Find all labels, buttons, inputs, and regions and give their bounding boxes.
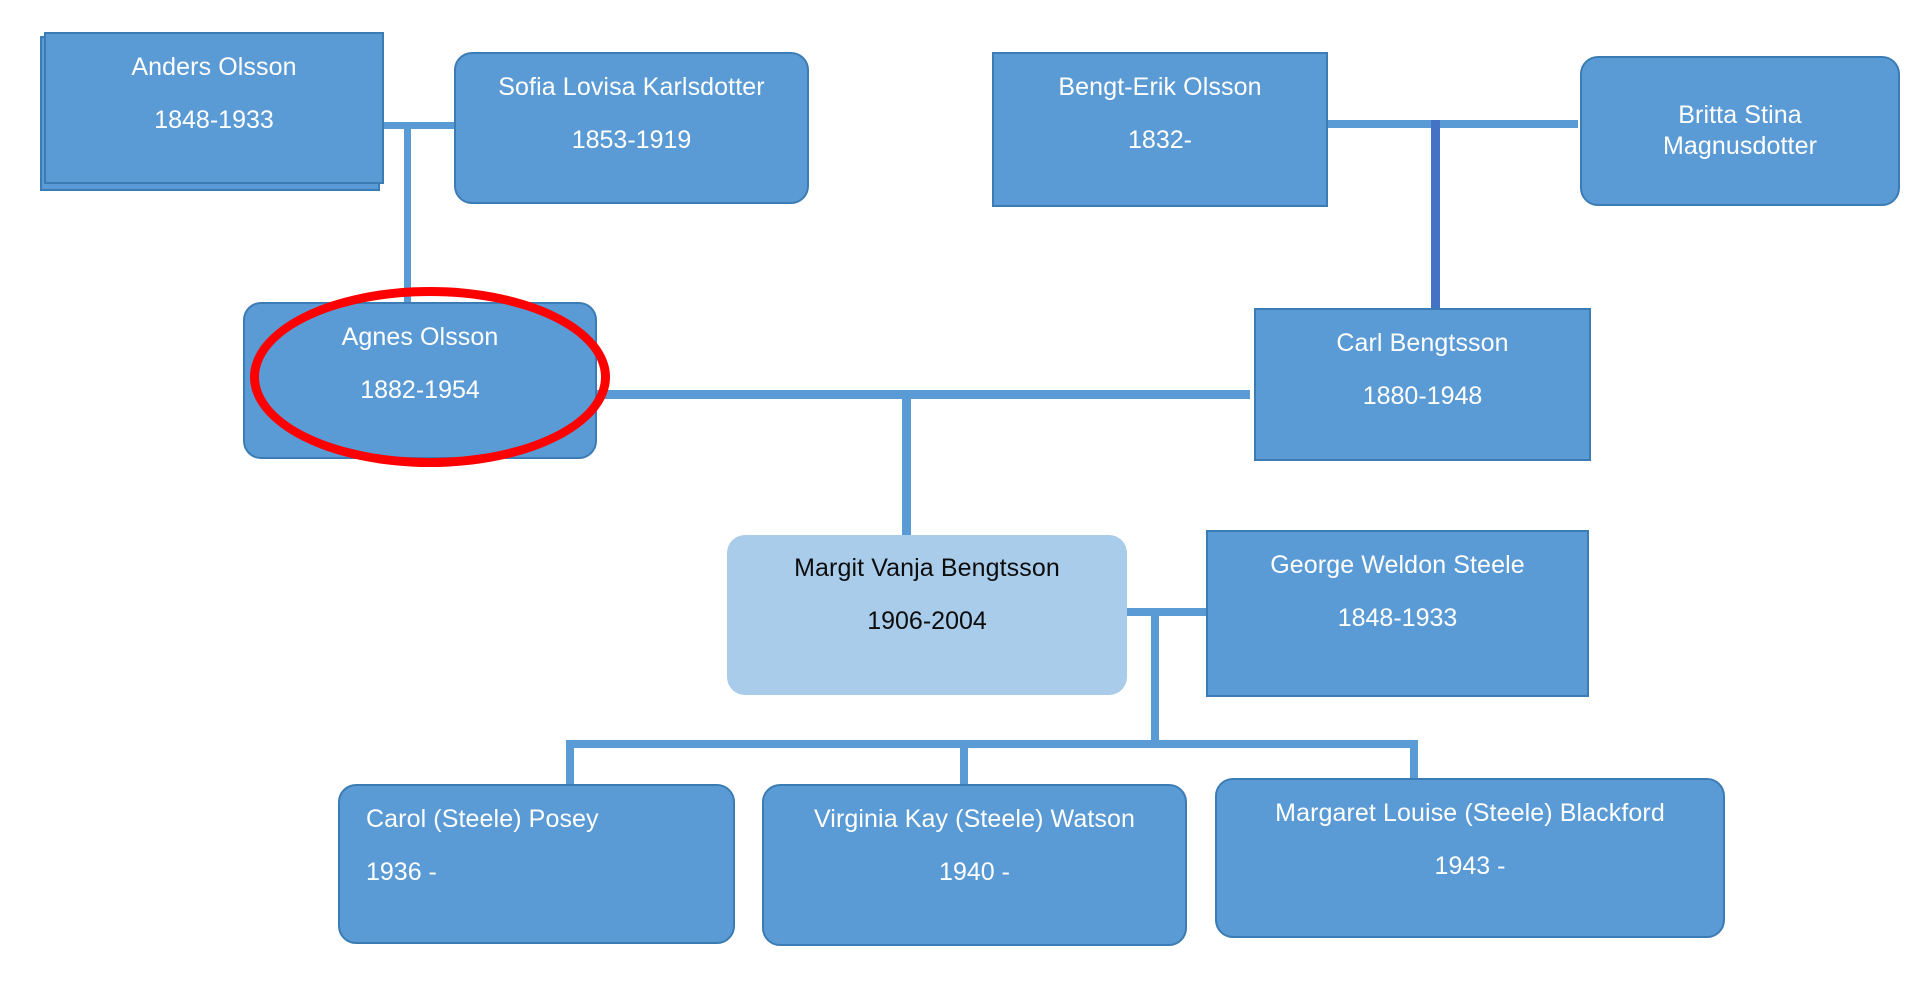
person-node-margit-vanja-bengtsson[interactable]: Margit Vanja Bengtsson 1906-2004: [727, 535, 1127, 695]
person-node-anders-olsson[interactable]: Anders Olsson 1848-1933: [44, 32, 384, 184]
person-name: Carl Bengtsson: [1336, 329, 1509, 357]
connector-agnes-carl: [590, 390, 1250, 399]
person-name: Bengt-Erik Olsson: [1058, 73, 1262, 101]
person-dates: 1936 -: [366, 858, 437, 886]
connector-anders-sofia: [380, 122, 465, 129]
person-name: Sofia Lovisa Karlsdotter: [498, 73, 765, 101]
connector-margit-george-drop: [1151, 608, 1159, 748]
connector-bengt-britta-to-carl: [1431, 120, 1440, 308]
connector-bus-to-carol: [566, 740, 574, 784]
person-dates: 1853-1919: [571, 126, 692, 154]
connector-anders-sofia-to-agnes: [404, 122, 411, 302]
person-name: Virginia Kay (Steele) Watson: [813, 805, 1135, 833]
person-node-agnes-olsson[interactable]: Agnes Olsson 1882-1954: [243, 302, 597, 459]
connector-children-bus: [566, 740, 1418, 748]
connector-agnes-carl-to-margit: [902, 390, 911, 535]
person-name: Margit Vanja Bengtsson: [794, 554, 1060, 582]
person-name: Carol (Steele) Posey: [366, 805, 599, 833]
person-name: Anders Olsson: [131, 53, 297, 81]
person-dates: 1906-2004: [867, 607, 987, 635]
person-name: George Weldon Steele: [1270, 551, 1525, 579]
person-node-bengt-erik-olsson[interactable]: Bengt-Erik Olsson 1832-: [992, 52, 1328, 207]
person-dates: 1832-: [1128, 126, 1192, 154]
person-name: Margaret Louise (Steele) Blackford: [1275, 799, 1665, 827]
person-dates: 1848-1933: [1337, 604, 1458, 632]
person-node-carl-bengtsson[interactable]: Carl Bengtsson 1880-1948: [1254, 308, 1591, 461]
connector-bengt-britta: [1318, 120, 1578, 128]
person-node-george-weldon-steele[interactable]: George Weldon Steele 1848-1933: [1206, 530, 1589, 697]
person-node-sofia-lovisa-karlsdotter[interactable]: Sofia Lovisa Karlsdotter 1853-1919: [454, 52, 809, 204]
person-node-margaret-louise-steele-blackford[interactable]: Margaret Louise (Steele) Blackford 1943 …: [1215, 778, 1725, 938]
person-name: Britta Stina Magnusdotter: [1662, 101, 1818, 160]
person-node-virginia-kay-steele-watson[interactable]: Virginia Kay (Steele) Watson 1940 -: [762, 784, 1187, 946]
connector-bus-to-margaret: [1410, 740, 1418, 784]
person-dates: 1880-1948: [1362, 382, 1483, 410]
person-dates: 1848-1933: [154, 106, 274, 134]
connector-bus-to-virginia: [960, 740, 968, 784]
person-dates: 1943 -: [1434, 852, 1506, 880]
person-name: Agnes Olsson: [341, 323, 499, 351]
connector-margit-george: [1118, 608, 1206, 616]
person-dates: 1882-1954: [360, 376, 480, 404]
person-node-britta-stina-magnusdotter[interactable]: Britta Stina Magnusdotter: [1580, 56, 1900, 206]
person-dates: 1940 -: [939, 858, 1010, 886]
person-node-carol-steele-posey[interactable]: Carol (Steele) Posey 1936 -: [338, 784, 735, 944]
